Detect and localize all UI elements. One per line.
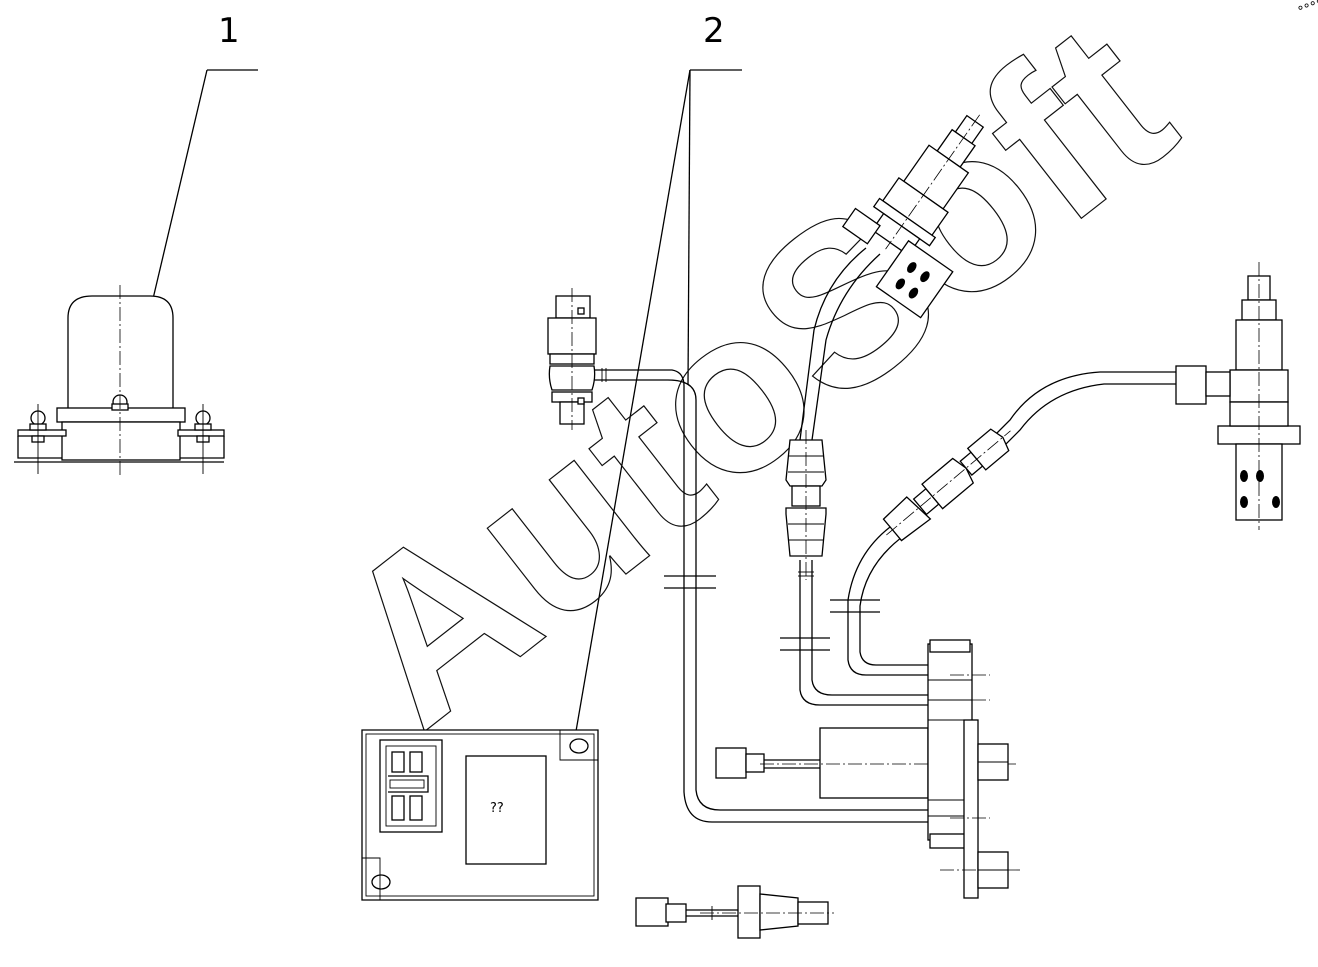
- control-module: ??: [361, 729, 599, 901]
- upper-sensor: [841, 114, 985, 319]
- module-label: ??: [490, 801, 504, 816]
- callout-1-label: 1: [218, 11, 240, 51]
- pressure-switch: [547, 288, 597, 430]
- bottom-sensor: [635, 885, 834, 939]
- callout-1: 1: [147, 11, 258, 321]
- corner-mark-text: °°°°: [1296, 0, 1318, 20]
- watermark: AutoSoft: [291, 0, 1215, 774]
- pipe-network: [594, 247, 1176, 823]
- manifold-block: [927, 639, 1020, 899]
- corner-mark: °°°°: [1296, 0, 1318, 20]
- watermark-text: AutoSoft: [292, 0, 1215, 774]
- pipe-coupling: [785, 430, 827, 580]
- callout-2: 2: [564, 11, 742, 796]
- right-sensor: [1175, 262, 1301, 530]
- angled-coupling: [882, 428, 1011, 542]
- part-1-relay: [14, 285, 225, 475]
- callout-2-label: 2: [703, 11, 725, 51]
